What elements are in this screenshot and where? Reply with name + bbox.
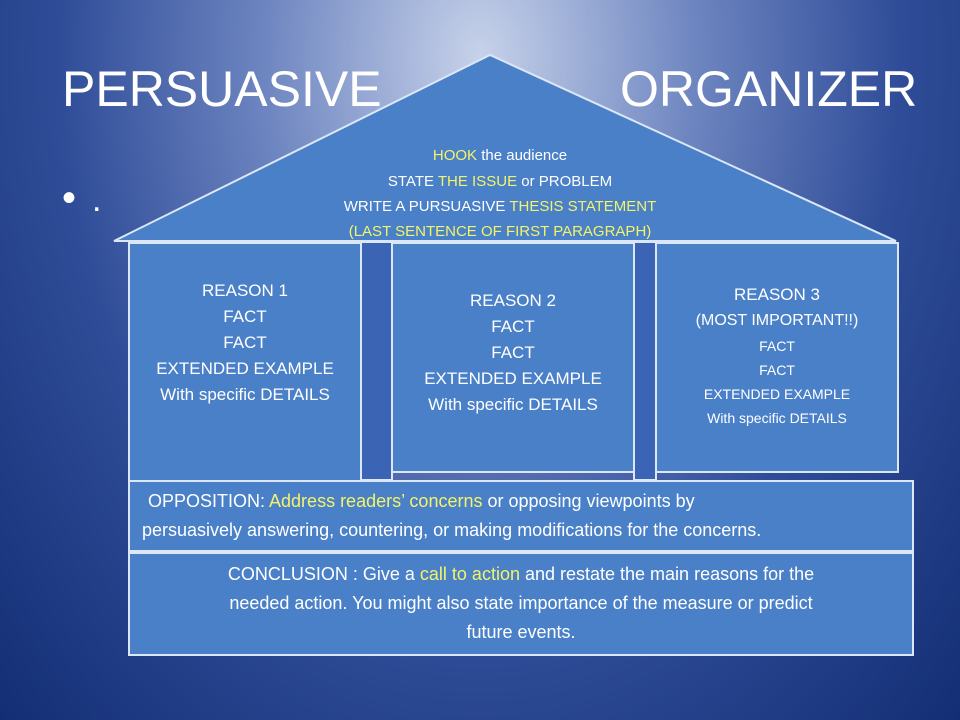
roof-hook-rest: the audience <box>477 147 568 164</box>
title-persuasive: PERSUASIVE <box>62 61 382 117</box>
reason-2-line: FACT <box>491 343 535 362</box>
roof-line-last-sentence: (LAST SENTENCE OF FIRST PARAGRAPH) <box>348 223 652 240</box>
reason-2-line: FACT <box>491 317 535 336</box>
conclusion-line-1: CONCLUSION : Give a call to action and r… <box>130 560 912 589</box>
bullet-marker: • <box>62 176 77 220</box>
roof-issue-rest: or PROBLEM <box>517 173 613 190</box>
roof-triangle <box>113 53 897 242</box>
opposition-highlight: Address readers’ concerns <box>269 491 483 511</box>
conclusion-box: CONCLUSION : Give a call to action and r… <box>128 552 914 656</box>
reason-3-line: (MOST IMPORTANT!!) <box>695 312 859 329</box>
conclusion-line-3: future events. <box>466 622 576 642</box>
opposition-line-1: OPPOSITION: Address readers’ concerns or… <box>142 487 912 516</box>
reason-1-box: REASON 1 FACT FACT EXTENDED EXAMPLE With… <box>128 242 362 492</box>
opposition-label: OPPOSITION: <box>148 491 270 511</box>
roof-line-hook: HOOK the audience <box>250 144 750 168</box>
reason-2-box: REASON 2 FACT FACT EXTENDED EXAMPLE With… <box>391 242 635 473</box>
roof-issue-highlight: THE ISSUE <box>437 173 518 190</box>
reason-2-line: REASON 2 <box>470 291 556 310</box>
reason-2-line: EXTENDED EXAMPLE <box>424 369 602 388</box>
reason-1-line: EXTENDED EXAMPLE <box>156 359 334 378</box>
reason-3-box: REASON 3 (MOST IMPORTANT!!) FACT FACT EX… <box>655 242 899 473</box>
roof-thesis-pre: WRITE A PURSUASIVE <box>343 198 510 215</box>
title-organizer: ORGANIZER <box>620 61 918 117</box>
reason-2-line: With specific DETAILS <box>428 395 598 414</box>
roof-hook-highlight: HOOK <box>432 147 478 164</box>
conclusion-pre: CONCLUSION : Give a <box>227 564 420 584</box>
conclusion-highlight: call to action <box>419 564 520 584</box>
reason-1-line: With specific DETAILS <box>160 385 330 404</box>
reason-1-line: REASON 1 <box>202 281 288 300</box>
reason-3-line: REASON 3 <box>734 285 820 304</box>
reason-3-line: FACT <box>759 362 795 378</box>
opposition-box: OPPOSITION: Address readers’ concerns or… <box>128 480 914 552</box>
opposition-rest: or opposing viewpoints by <box>482 491 695 511</box>
reason-1-line: FACT <box>223 333 267 352</box>
conclusion-rest: and restate the main reasons for the <box>519 564 815 584</box>
reason-3-line: EXTENDED EXAMPLE <box>703 386 851 402</box>
pillar-gap-right <box>633 241 657 481</box>
pillar-gap-left <box>359 241 393 481</box>
conclusion-line-2: needed action. You might also state impo… <box>229 593 813 613</box>
roof-line-thesis: WRITE A PURSUASIVE THESIS STATEMENT <box>250 195 750 219</box>
roof-line-issue: STATE THE ISSUE or PROBLEM <box>250 170 750 194</box>
bullet-text: . <box>92 181 102 219</box>
reason-3-line: With specific DETAILS <box>707 410 847 426</box>
roof-thesis-highlight: THESIS STATEMENT <box>509 198 657 215</box>
reason-1-line: FACT <box>223 307 267 326</box>
opposition-line-2: persuasively answering, countering, or m… <box>142 520 762 540</box>
reason-3-line: FACT <box>759 338 795 354</box>
roof-issue-pre: STATE <box>387 173 438 190</box>
